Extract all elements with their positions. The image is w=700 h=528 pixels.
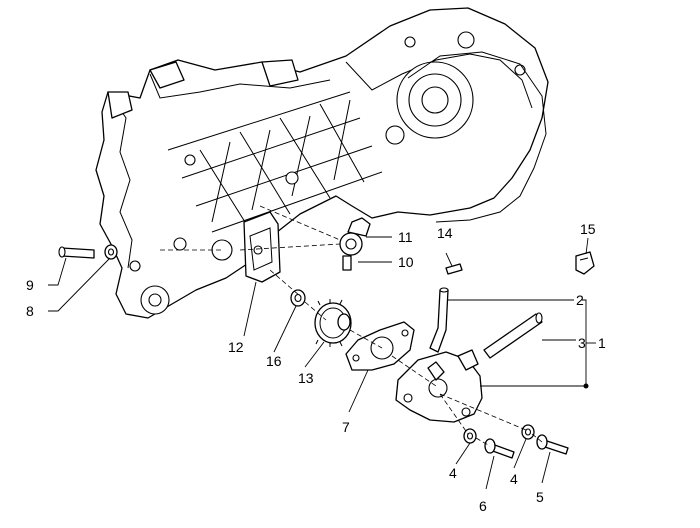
callout-1-endpoint-dot <box>583 383 589 389</box>
callout-7: 7 <box>342 419 350 435</box>
callout-labels: 1 2 3 4 4 5 6 7 8 9 10 11 12 13 14 15 16 <box>26 221 606 514</box>
callout-15: 15 <box>580 221 596 237</box>
part-1-oil-pump <box>395 349 483 423</box>
part-7-gasket <box>345 321 415 371</box>
part-6-screw <box>484 438 515 459</box>
callout-4-left: 4 <box>449 465 457 481</box>
part-15-clamp <box>575 251 595 275</box>
part-13-gear <box>314 299 352 347</box>
callout-12: 12 <box>228 339 244 355</box>
callout-14: 14 <box>437 225 453 241</box>
callout-9: 9 <box>26 277 34 293</box>
part-16-washer <box>290 289 306 307</box>
part-10-sprocket <box>339 232 363 271</box>
callout-6: 6 <box>479 498 487 514</box>
callout-8: 8 <box>26 303 34 319</box>
part-4-washer-right <box>521 424 535 440</box>
part-3-hose <box>483 312 543 359</box>
part-14-clip <box>445 263 463 275</box>
callout-1: 1 <box>598 335 606 351</box>
callout-2: 2 <box>576 292 584 308</box>
callout-13: 13 <box>298 370 314 386</box>
part-11-chain <box>347 217 371 237</box>
callout-11: 11 <box>398 229 413 245</box>
part-4-washer-left <box>463 428 477 444</box>
part-8-washer <box>104 244 118 260</box>
part-9-stud <box>58 246 95 259</box>
crankcase-housing <box>95 7 549 319</box>
part-5-screw <box>536 434 569 455</box>
callout-5: 5 <box>536 489 544 505</box>
callout-10: 10 <box>398 254 414 270</box>
crankcase-gasket-outline <box>407 51 547 223</box>
callout-16: 16 <box>266 353 282 369</box>
part-12-cover-plate <box>243 211 281 283</box>
leader-lines <box>48 236 596 490</box>
callout-3: 3 <box>578 335 586 351</box>
callout-4-right: 4 <box>510 471 518 487</box>
part-2-hose <box>429 287 449 353</box>
assembly-axis-lines <box>160 205 543 447</box>
